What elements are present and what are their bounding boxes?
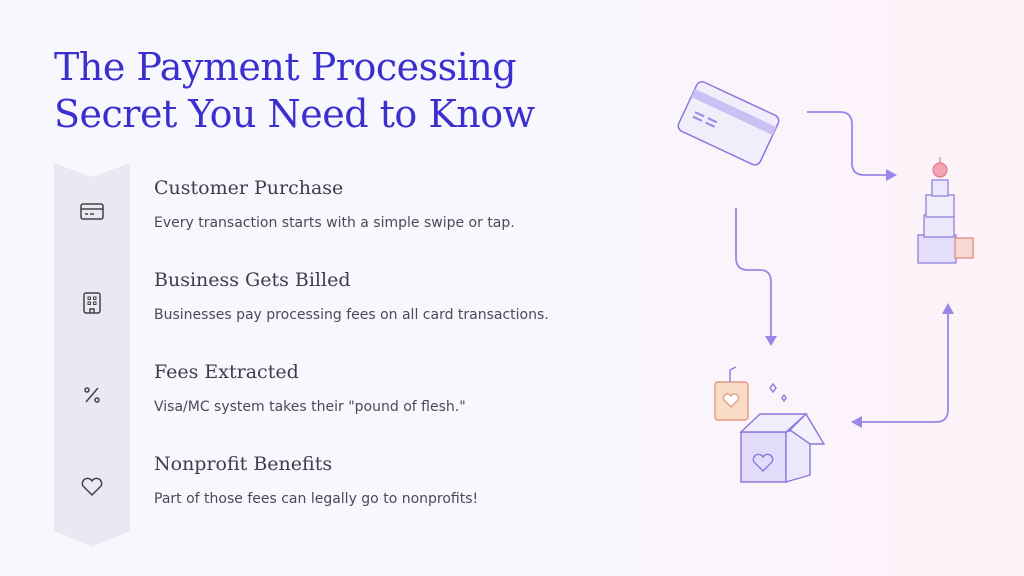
title-line-2: Secret You Need to Know [54,92,535,136]
step-description: Businesses pay processing fees on all ca… [154,307,549,323]
flow-arrows [735,111,949,423]
arrow-card-to-business [807,111,888,176]
heart-icon [81,477,103,496]
credit-card-illustration [677,81,780,166]
step-description: Part of those fees can legally go to non… [154,491,479,507]
business-building-illustration [917,157,974,264]
step-chevron [54,439,130,547]
title-line-1: The Payment Processing [54,45,517,89]
step-fees-extracted: Fees Extracted Visa/MC system takes thei… [54,347,594,455]
step-title: Nonprofit Benefits [154,453,333,475]
arrow-nonprofit-business [860,312,949,423]
step-title: Business Gets Billed [154,269,351,291]
percent-icon [84,387,100,403]
credit-card-icon [80,203,104,220]
step-title: Fees Extracted [154,361,299,383]
step-business-billed: Business Gets Billed Businesses pay proc… [54,255,594,363]
building-icon [83,292,101,314]
arrow-card-to-nonprofit [735,208,772,338]
step-chevron [54,163,130,271]
step-chevron [54,347,130,455]
nonprofit-box-illustration [714,366,826,483]
arrow-heads [765,169,954,428]
step-description: Visa/MC system takes their "pound of fle… [154,399,466,415]
step-description: Every transaction starts with a simple s… [154,215,515,231]
step-customer-purchase: Customer Purchase Every transaction star… [54,163,594,271]
step-nonprofit-benefits: Nonprofit Benefits Part of those fees ca… [54,439,594,547]
step-title: Customer Purchase [154,177,344,199]
payment-flow-illustration [677,81,974,483]
